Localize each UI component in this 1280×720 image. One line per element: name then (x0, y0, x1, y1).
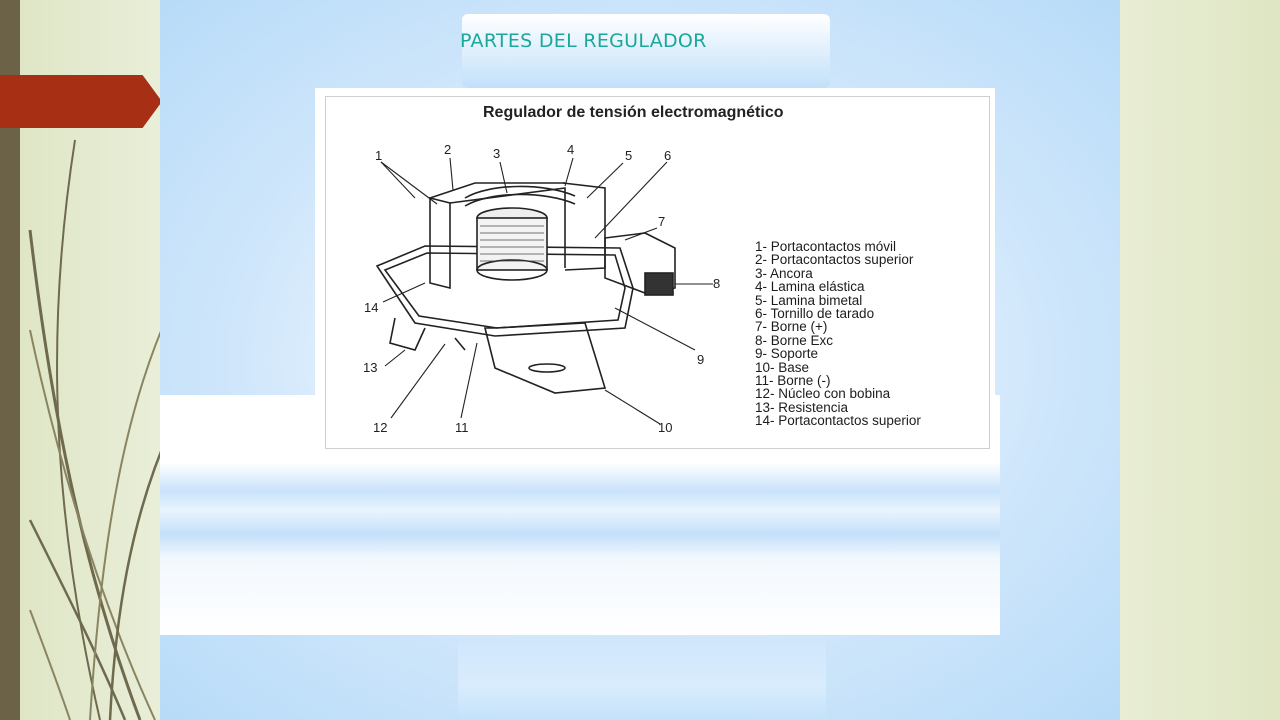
red-accent-tab (0, 75, 162, 128)
title-backdrop (462, 14, 830, 88)
callout-6: 6 (664, 148, 671, 163)
diagram-title: Regulador de tensión electromagnético (483, 104, 784, 121)
callout-3: 3 (493, 146, 500, 161)
legend-item: 13- Resistencia (755, 399, 849, 415)
legend-item: 8- Borne Exc (755, 332, 834, 348)
regulator-diagram: Regulador de tensión electromagnético (315, 88, 995, 456)
legend-item: 14- Portacontactos superior (755, 413, 921, 429)
grass-decoration-icon (28, 139, 172, 720)
legend-item: 2- Portacontactos superior (755, 252, 914, 268)
callout-1: 1 (375, 148, 382, 163)
figure-frame (325, 96, 990, 449)
legend-item: 7- Borne (+) (755, 319, 828, 335)
callout-9: 9 (697, 352, 704, 367)
legend-item: 11- Borne (-) (755, 373, 831, 389)
legend-item: 6- Tornillo de tarado (755, 306, 875, 322)
legend-item: 9- Soporte (755, 346, 819, 362)
callout-5: 5 (625, 148, 632, 163)
callout-13: 13 (363, 360, 377, 375)
callout-8: 8 (713, 276, 720, 291)
left-dark-bar (0, 0, 20, 720)
callout-7: 7 (658, 214, 665, 229)
legend-item: 4- Lamina elástica (755, 279, 865, 295)
legend-item: 3- Ancora (755, 265, 813, 281)
slide-canvas: PARTES DEL REGULADOR Regulador de tensió… (160, 0, 1120, 720)
callout-2: 2 (444, 142, 451, 157)
callout-4: 4 (567, 142, 574, 157)
bottom-backdrop (458, 636, 826, 720)
parts-legend: 1- Portacontactos móvil 2- Portacontacto… (755, 240, 921, 428)
right-decorative-panel (1120, 0, 1280, 720)
callout-10: 10 (658, 420, 672, 435)
legend-item: 12- Núcleo con bobina (755, 386, 891, 402)
callout-12: 12 (373, 420, 387, 435)
callout-11: 11 (455, 420, 469, 435)
slide-title: PARTES DEL REGULADOR (460, 30, 707, 52)
legend-item: 1- Portacontactos móvil (755, 239, 897, 254)
legend-item: 10- Base (755, 359, 810, 375)
regulator-drawing: 1 2 3 4 5 6 7 8 9 10 11 12 13 14 (363, 142, 720, 435)
legend-item: 5- Lamina bimetal (755, 292, 863, 308)
callout-14: 14 (364, 300, 378, 315)
